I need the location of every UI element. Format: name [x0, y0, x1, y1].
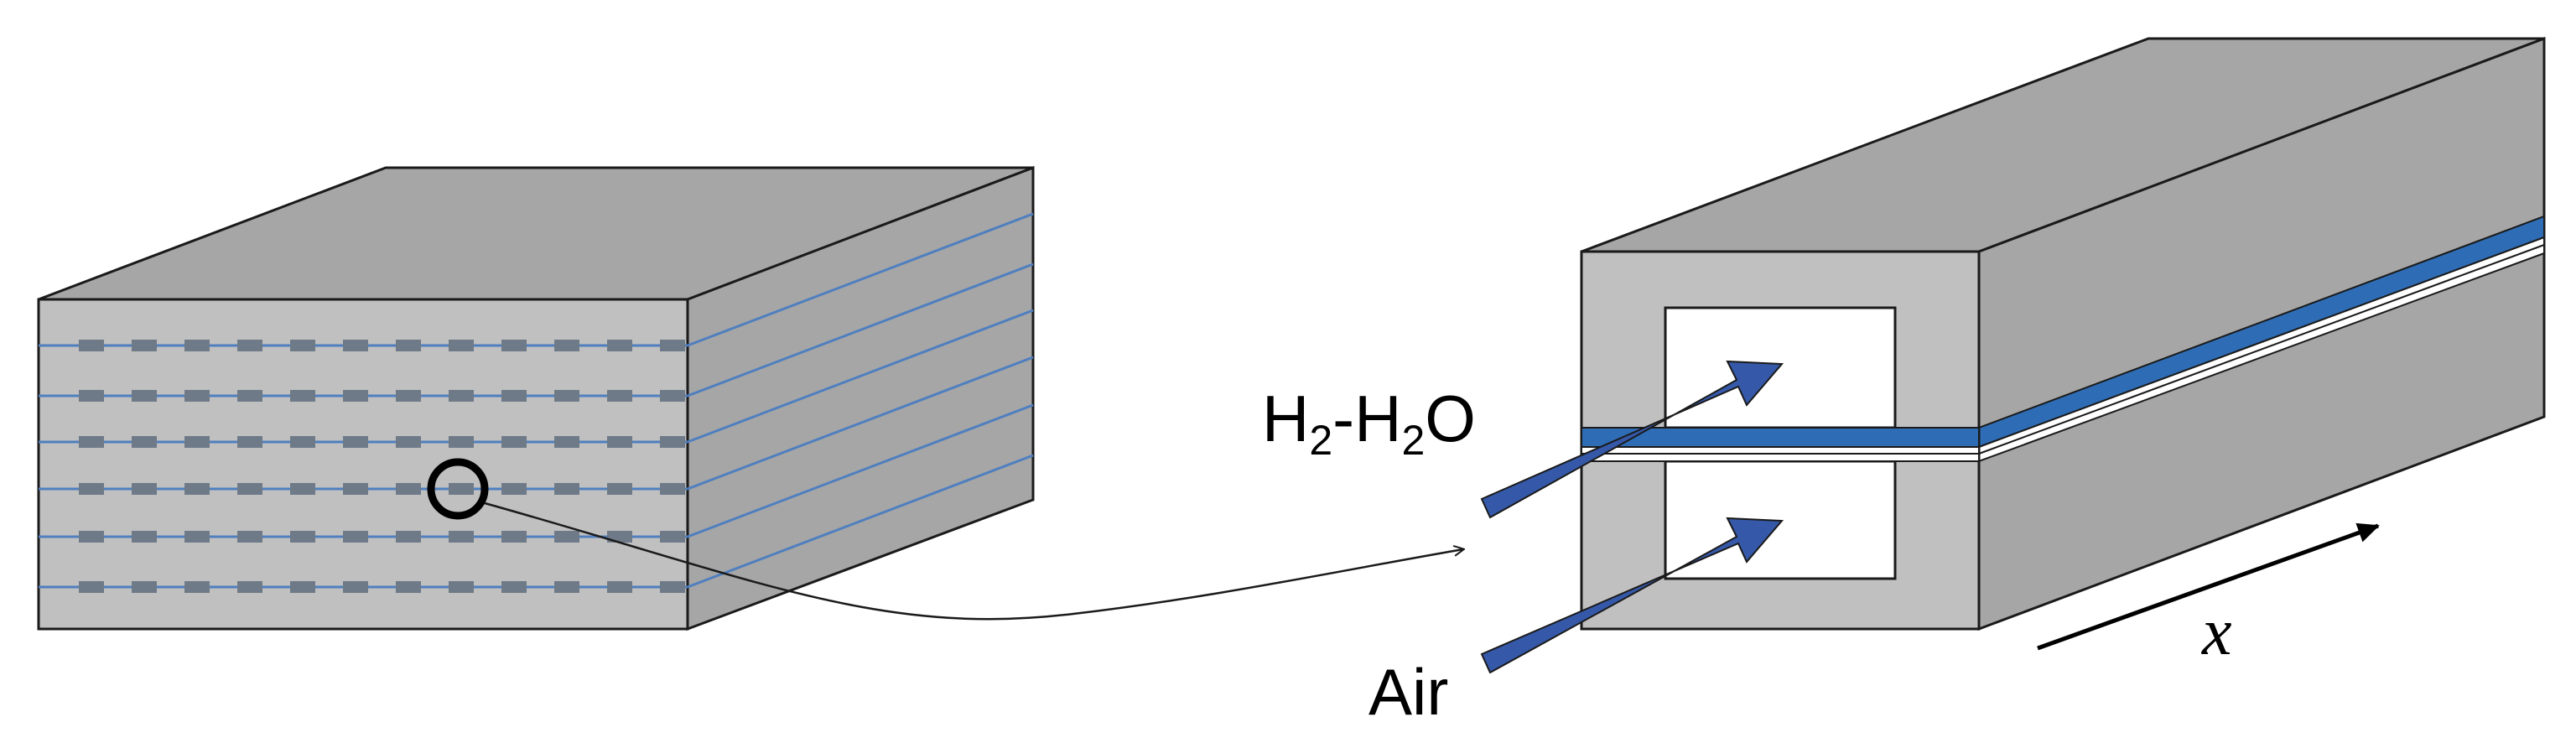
- air-inlet-label: Air: [1368, 655, 1448, 729]
- cell-segment: [343, 340, 368, 351]
- cell-segment: [343, 436, 368, 448]
- direction-arrow-icon: [2037, 522, 2380, 651]
- stack-layer-side-line: [687, 212, 1034, 347]
- cell-segment: [607, 581, 632, 593]
- cell-segment: [237, 390, 262, 402]
- cell-segment: [237, 581, 262, 593]
- cell-segment: [79, 581, 104, 593]
- cell-segment: [290, 483, 315, 495]
- cell-segment: [501, 483, 527, 495]
- cell-segment: [660, 390, 685, 402]
- cell-segment: [396, 390, 421, 402]
- cell-segment: [290, 390, 315, 402]
- zoom-marker-circle-icon: [427, 458, 489, 520]
- cell-segment: [660, 340, 685, 351]
- cell-segment: [79, 436, 104, 448]
- cell-segment: [554, 436, 579, 448]
- cell-segment: [554, 340, 579, 351]
- channel-unit: [1480, 36, 2546, 674]
- cell-segment: [554, 483, 579, 495]
- cell-segment: [290, 340, 315, 351]
- cell-segment: [343, 390, 368, 402]
- cell-segment: [554, 531, 579, 543]
- side-electrode-divider: [1978, 244, 2545, 455]
- cell-segment: [343, 581, 368, 593]
- cell-segment: [660, 531, 685, 543]
- cell-segment: [79, 483, 104, 495]
- cell-segment: [607, 483, 632, 495]
- cell-segment: [449, 340, 474, 351]
- cell-segment: [237, 436, 262, 448]
- cell-segment: [132, 436, 157, 448]
- fuel-flow-arrow-icon: [1480, 360, 1784, 519]
- stack-layer-side-line: [687, 356, 1034, 491]
- cell-segment: [132, 390, 157, 402]
- stack-layer-side-line: [687, 309, 1034, 444]
- cell-segment: [660, 483, 685, 495]
- stack-block: [37, 165, 1035, 631]
- stack-front-face: [37, 298, 689, 631]
- cell-segment: [449, 531, 474, 543]
- cell-segment: [554, 581, 579, 593]
- cell-segment: [290, 436, 315, 448]
- cell-segment: [237, 483, 262, 495]
- cell-segment: [396, 531, 421, 543]
- cell-segment: [79, 340, 104, 351]
- cell-segment: [184, 436, 210, 448]
- cell-segment: [607, 390, 632, 402]
- cell-segment: [501, 581, 527, 593]
- cell-segment: [554, 390, 579, 402]
- cell-segment: [660, 581, 685, 593]
- cell-segment: [396, 436, 421, 448]
- cell-segment: [132, 483, 157, 495]
- cell-segment: [184, 581, 210, 593]
- cell-segment: [607, 436, 632, 448]
- cell-segment: [449, 390, 474, 402]
- cell-segment: [184, 531, 210, 543]
- cell-segment: [449, 483, 474, 495]
- fuel-channel: [1664, 306, 1897, 429]
- cell-segment: [132, 340, 157, 351]
- stack-layer-side-line: [687, 262, 1034, 397]
- cell-segment: [449, 581, 474, 593]
- cell-segment: [184, 390, 210, 402]
- cell-segment: [501, 390, 527, 402]
- stack-layer-side-line: [687, 454, 1034, 589]
- cell-segment: [607, 340, 632, 351]
- cell-segment: [343, 483, 368, 495]
- cell-segment: [396, 483, 421, 495]
- stack-layer-side-line: [687, 403, 1034, 538]
- axis-x-label: x: [2201, 595, 2232, 669]
- fuel-inlet-label: H2-H2O: [1262, 382, 1476, 464]
- cell-segment: [132, 531, 157, 543]
- air-flow-arrow-icon: [1480, 517, 1784, 674]
- cell-segment: [501, 531, 527, 543]
- cell-segment: [660, 436, 685, 448]
- cell-segment: [290, 531, 315, 543]
- cell-segment: [184, 483, 210, 495]
- cell-segment: [132, 581, 157, 593]
- cell-segment: [501, 340, 527, 351]
- cell-segment: [343, 531, 368, 543]
- connector-curved-arrow-icon: [484, 501, 1463, 621]
- cell-segment: [79, 531, 104, 543]
- cell-segment: [79, 390, 104, 402]
- cell-segment: [237, 340, 262, 351]
- cell-segment: [396, 340, 421, 351]
- cell-segment: [449, 436, 474, 448]
- cell-segment: [184, 340, 210, 351]
- cell-segment: [237, 531, 262, 543]
- cell-segment: [396, 581, 421, 593]
- stack-cell-layers: [39, 212, 1034, 593]
- cell-segment: [290, 581, 315, 593]
- cell-segment: [501, 436, 527, 448]
